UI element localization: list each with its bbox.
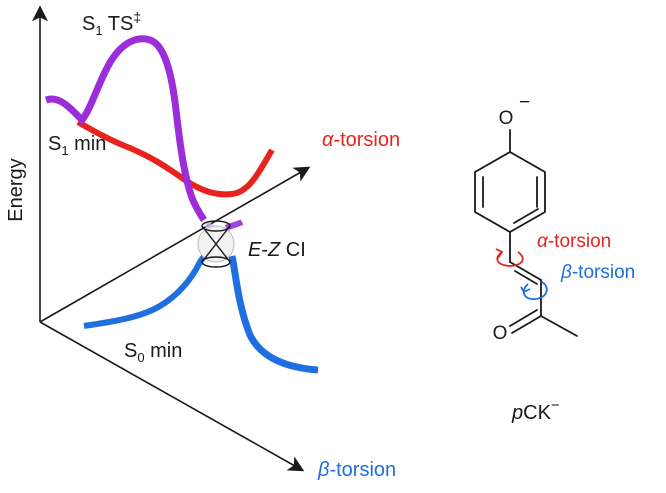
phenolate-oxygen: O (499, 108, 514, 129)
molecule-beta-label: β-torsion (560, 262, 635, 283)
energy-axis-label: Energy (5, 158, 27, 221)
carbonyl-oxygen: O (493, 323, 508, 344)
molecule-name: pCK− (511, 397, 560, 424)
s1-ts-curve-back (224, 219, 244, 231)
alpha-torsion-axis-label: α-torsion (322, 129, 400, 151)
pck-molecule: O − O α-torsion β-torsion (474, 92, 635, 424)
conical-intersection-icon (197, 220, 235, 268)
molecule-alpha-label: α-torsion (537, 231, 611, 252)
benzene-ring (474, 150, 546, 234)
s0-min-label: S0 min (124, 340, 182, 365)
s0-curve-left (83, 247, 215, 329)
beta-rotation-arrow-icon (520, 281, 548, 300)
s1-ts-curve (44, 35, 207, 222)
s1-min-label: S1 min (48, 133, 106, 158)
ez-ci-label: E-Z CI (248, 239, 306, 261)
s0-curve-right (228, 255, 319, 374)
beta-torsion-axis-label: β-torsion (317, 459, 396, 481)
alpha-rotation-arrow-icon (495, 248, 524, 267)
s1-alpha-curve (76, 119, 275, 198)
beta-torsion-axis (39, 321, 305, 472)
s1-ts-label: S1 TS‡ (82, 9, 141, 38)
alpha-torsion-axis (39, 166, 311, 323)
phenolate-charge: − (519, 92, 530, 113)
